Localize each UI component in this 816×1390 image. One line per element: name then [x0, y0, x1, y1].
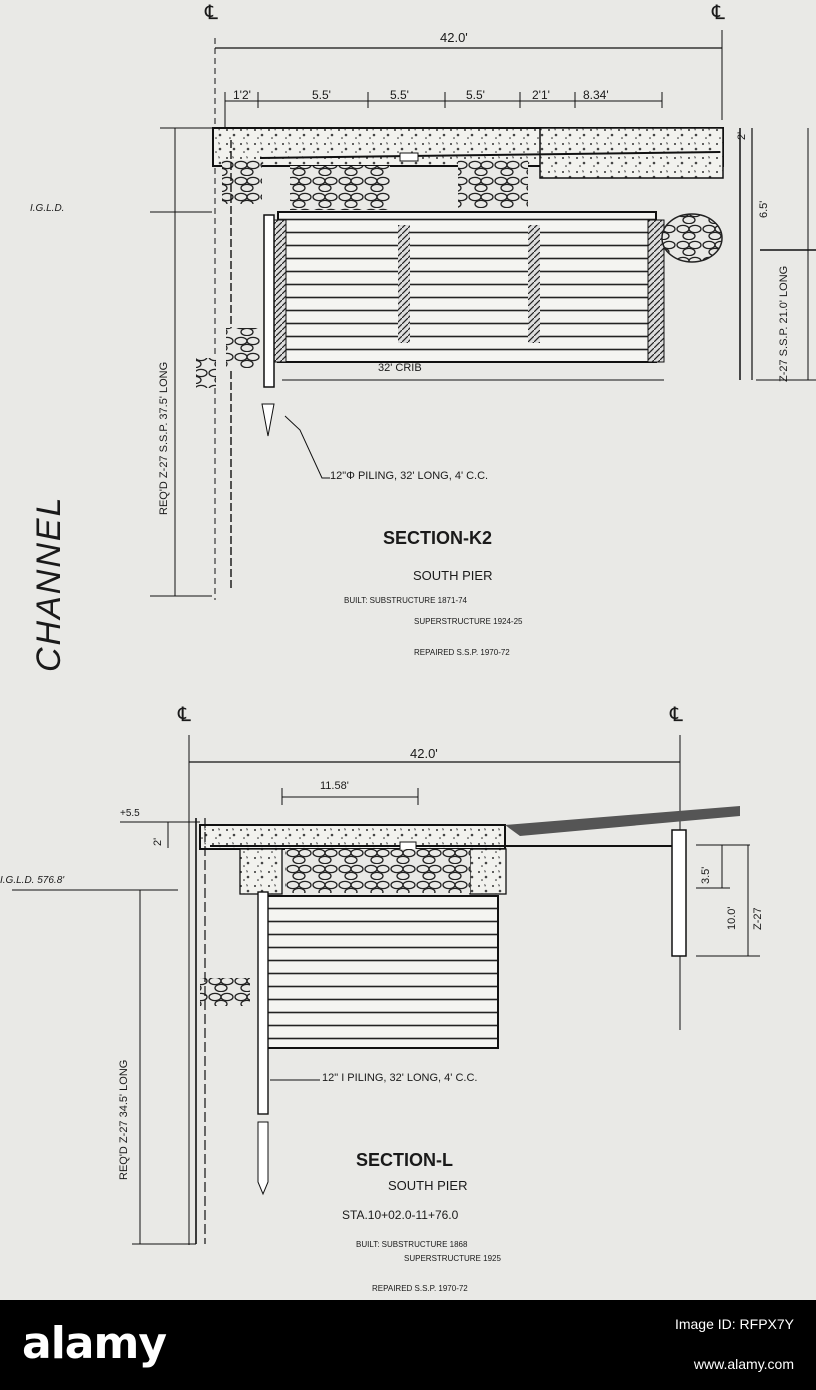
l-pile-left: REQ'D Z-27 34.5' LONG [118, 1059, 130, 1180]
engineering-drawing [12, 30, 816, 1245]
l-station: STA.10+02.0-11+76.0 [342, 1208, 459, 1222]
l-right-pile: Z-27 [752, 907, 764, 930]
l-right-mid: 10.0' [726, 906, 738, 930]
k2-crib: 32' CRIB [378, 362, 422, 374]
k2-dim-5: 2'1' [532, 88, 550, 102]
centerline-mark-k2-right: ℄ [712, 2, 725, 24]
k2-built-1: BUILT: SUBSTRUCTURE 1871-74 [344, 596, 467, 605]
l-inner-dim: 11.58' [320, 780, 349, 792]
site-url: www.alamy.com [693, 1356, 794, 1372]
l-subtitle: SOUTH PIER [388, 1178, 468, 1193]
k2-piling: 12"Φ PILING, 32' LONG, 4' C.C. [330, 470, 489, 482]
l-elev: +5.5 [120, 808, 140, 819]
section-k2 [150, 30, 816, 600]
k2-right-mid: 6.5' [758, 200, 770, 218]
k2-subtitle: SOUTH PIER [413, 568, 493, 583]
k2-overall-width: 42.0' [440, 30, 468, 45]
k2-dim-4: 5.5' [466, 88, 485, 102]
k2-title: SECTION-K2 [383, 528, 493, 548]
centerline-mark-l-right: ℄ [670, 704, 683, 726]
k2-dim-6: 8.34' [583, 88, 609, 102]
l-built-2: SUPERSTRUCTURE 1925 [404, 1254, 501, 1263]
k2-igld: I.G.L.D. [30, 203, 65, 214]
k2-built-2: SUPERSTRUCTURE 1924-25 [414, 617, 523, 626]
l-repaired: REPAIRED S.S.P. 1970-72 [372, 1284, 468, 1293]
l-piling: 12" I PILING, 32' LONG, 4' C.C. [322, 1072, 478, 1084]
l-title: SECTION-L [356, 1150, 453, 1170]
k2-pile-right: Z-27 S.S.P. 21.0' LONG [778, 265, 790, 382]
k2-dim-2: 5.5' [312, 88, 331, 102]
watermark-footer: alamy Image ID: RFPX7Y www.alamy.com [0, 1300, 816, 1390]
k2-pile-left: REQ'D Z-27 S.S.P. 37.5' LONG [158, 361, 170, 515]
alamy-logo: alamy [22, 1318, 167, 1369]
l-right-small: 3.5' [700, 866, 712, 884]
k2-dim-3: 5.5' [390, 88, 409, 102]
k2-right-small: 2' [736, 131, 748, 140]
channel-label: CHANNEL [30, 495, 68, 672]
section-l [12, 735, 760, 1245]
l-igld: I.G.L.D. 576.8' [0, 875, 65, 886]
centerline-mark-k2-left: ℄ [205, 2, 218, 24]
l-built-1: BUILT: SUBSTRUCTURE 1868 [356, 1240, 468, 1249]
image-id: Image ID: RFPX7Y [674, 1316, 794, 1332]
drawing-svg [12, 30, 816, 1245]
k2-repaired: REPAIRED S.S.P. 1970-72 [414, 648, 510, 657]
l-left-small: 2' [152, 837, 164, 846]
k2-dim-1: 1'2' [233, 88, 251, 102]
centerline-mark-l-left: ℄ [178, 704, 191, 726]
l-overall-width: 42.0' [410, 746, 438, 761]
